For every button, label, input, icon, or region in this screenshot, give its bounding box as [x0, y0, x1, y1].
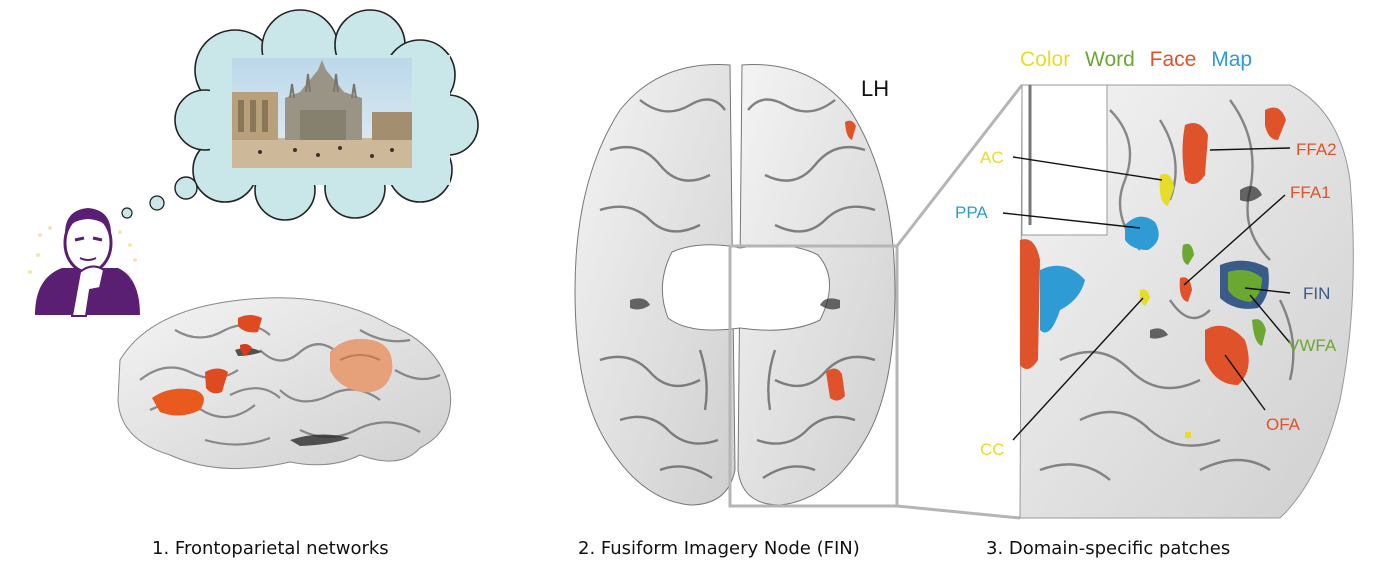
hemisphere-label: LH: [861, 76, 890, 101]
ventral-brain: [574, 64, 896, 506]
label-fin: FIN: [1303, 284, 1331, 303]
thought-cloud: [121, 9, 479, 221]
panel-2-ventral-view: [574, 64, 1024, 520]
ffa2-patch: [1182, 122, 1208, 184]
cc-patch: [1139, 289, 1150, 306]
thought-bubble-large: [174, 176, 198, 200]
cathedral-photo: [232, 58, 412, 168]
zoom-line-top: [895, 84, 1024, 247]
legend-color: Color: [1020, 48, 1071, 71]
face-patches: [1020, 107, 1286, 385]
zoom-box: [728, 244, 899, 508]
zoom-line-bottom: [896, 504, 1021, 520]
label-ffa1: FFA1: [1290, 183, 1331, 202]
vwfa-patch: [1228, 270, 1262, 302]
legend-face: Face: [1149, 48, 1197, 71]
lateral-brain: [117, 297, 452, 470]
category-legend: Color Word Face Map: [1020, 48, 1261, 72]
caption-panel-3: 3. Domain-specific patches: [986, 538, 1231, 559]
ffa1-patch: [1179, 277, 1192, 302]
thought-bubble-medium: [149, 195, 165, 211]
thought-bubble-small: [121, 207, 133, 219]
panel-3-zoom: [1002, 84, 1354, 519]
ac-patch: [1159, 173, 1174, 206]
panel-1-imagery: [28, 9, 479, 470]
label-ffa2: FFA2: [1296, 140, 1337, 159]
label-vwfa: VWFA: [1288, 336, 1337, 355]
activation-frontal: [152, 315, 262, 416]
ppa-patch: [1125, 216, 1159, 250]
activation-temporal-pole: [845, 120, 856, 140]
legend-word: Word: [1085, 48, 1135, 71]
activation-fin: [826, 368, 845, 401]
caption-panel-2: 2. Fusiform Imagery Node (FIN): [578, 538, 860, 559]
label-ac: AC: [980, 148, 1004, 167]
thinker-icon: [28, 208, 140, 317]
label-cc: CC: [980, 440, 1005, 459]
label-ofa: OFA: [1266, 415, 1301, 434]
leader-lines: [1002, 147, 1291, 441]
map-patches: [1040, 216, 1159, 333]
ofa-patch: [1205, 325, 1249, 385]
activation-parietal: [330, 338, 393, 393]
label-ppa: PPA: [955, 203, 988, 222]
color-patches: [1139, 173, 1191, 438]
caption-panel-1: 1. Frontoparietal networks: [152, 538, 389, 559]
legend-map: Map: [1211, 48, 1253, 71]
